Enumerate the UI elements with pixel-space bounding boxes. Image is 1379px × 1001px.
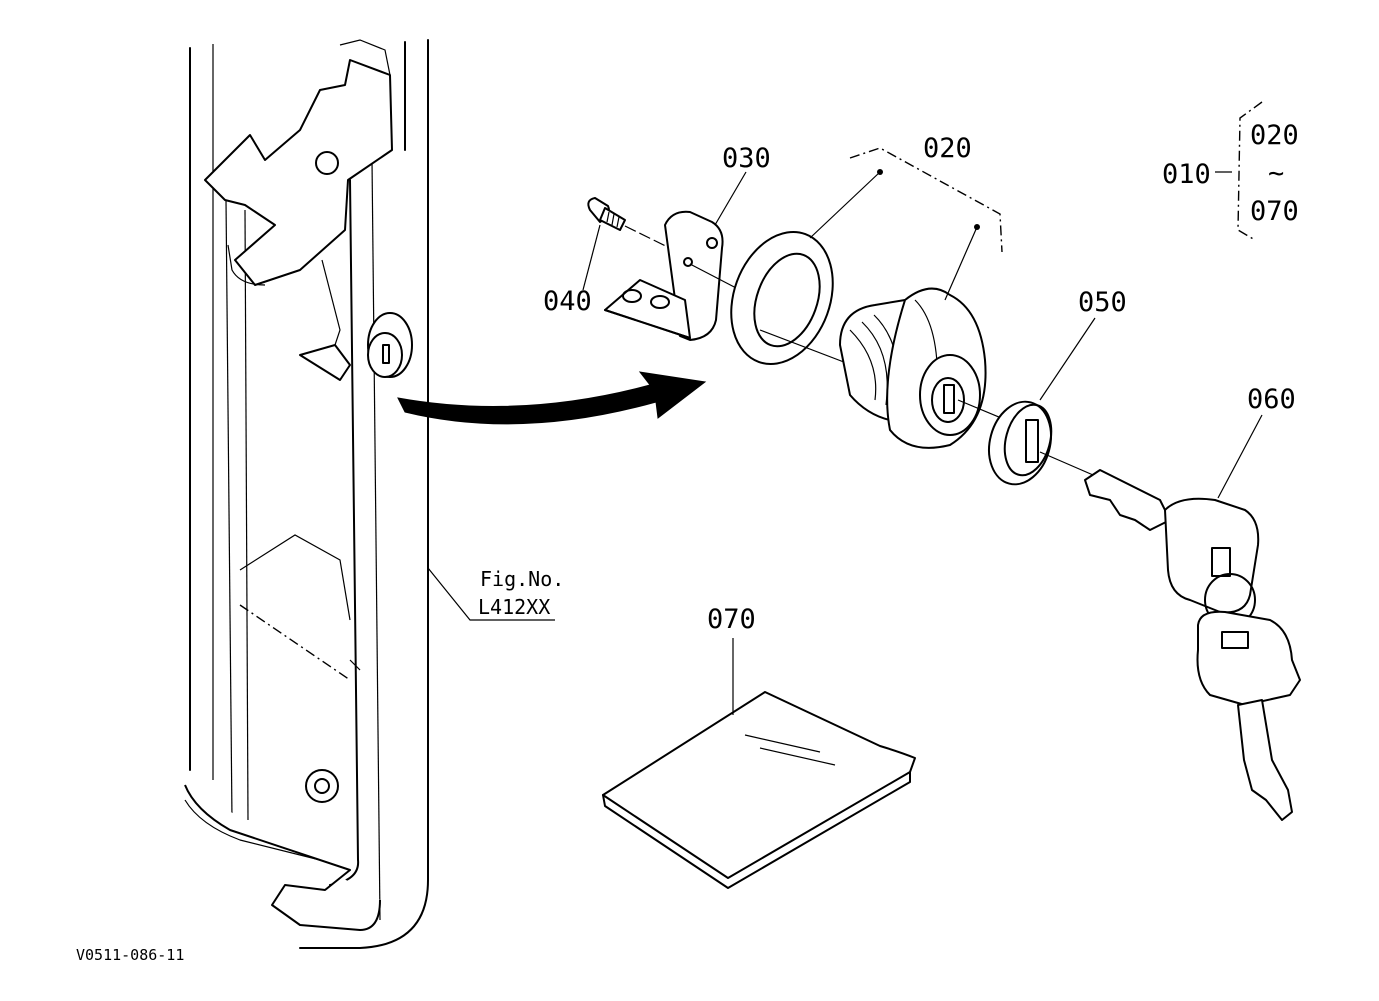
label-part-070: 070 [707,604,756,635]
label-part-040: 040 [543,286,592,317]
part-060-keys [1084,469,1301,821]
part-030-bracket [604,210,741,341]
label-part-060: 060 [1247,384,1296,415]
explode-arrow [397,371,707,425]
label-part-030: 030 [722,143,771,174]
part-020-lock-cylinder [730,231,1031,449]
label-assembly-010: 010 [1162,159,1211,190]
label-assembly-end: 070 [1250,196,1299,227]
part-050-cap [988,400,1101,486]
label-assembly-sep: ~ [1268,158,1284,189]
labels: 020 030 040 050 060 070 010 020 ~ 070 Fi… [76,120,1299,964]
part-040-screw [587,197,687,257]
label-part-050: 050 [1078,287,1127,318]
part-070-manual [602,691,916,889]
label-assembly-start: 020 [1250,120,1299,151]
figure-ref-line1: Fig.No. [480,567,564,591]
label-part-020: 020 [923,133,972,164]
figure-ref-line2: L412XX [478,595,550,619]
drawing-code: V0511-086-11 [76,946,184,964]
leader-lines [427,101,1263,715]
frame-panel [184,39,429,949]
